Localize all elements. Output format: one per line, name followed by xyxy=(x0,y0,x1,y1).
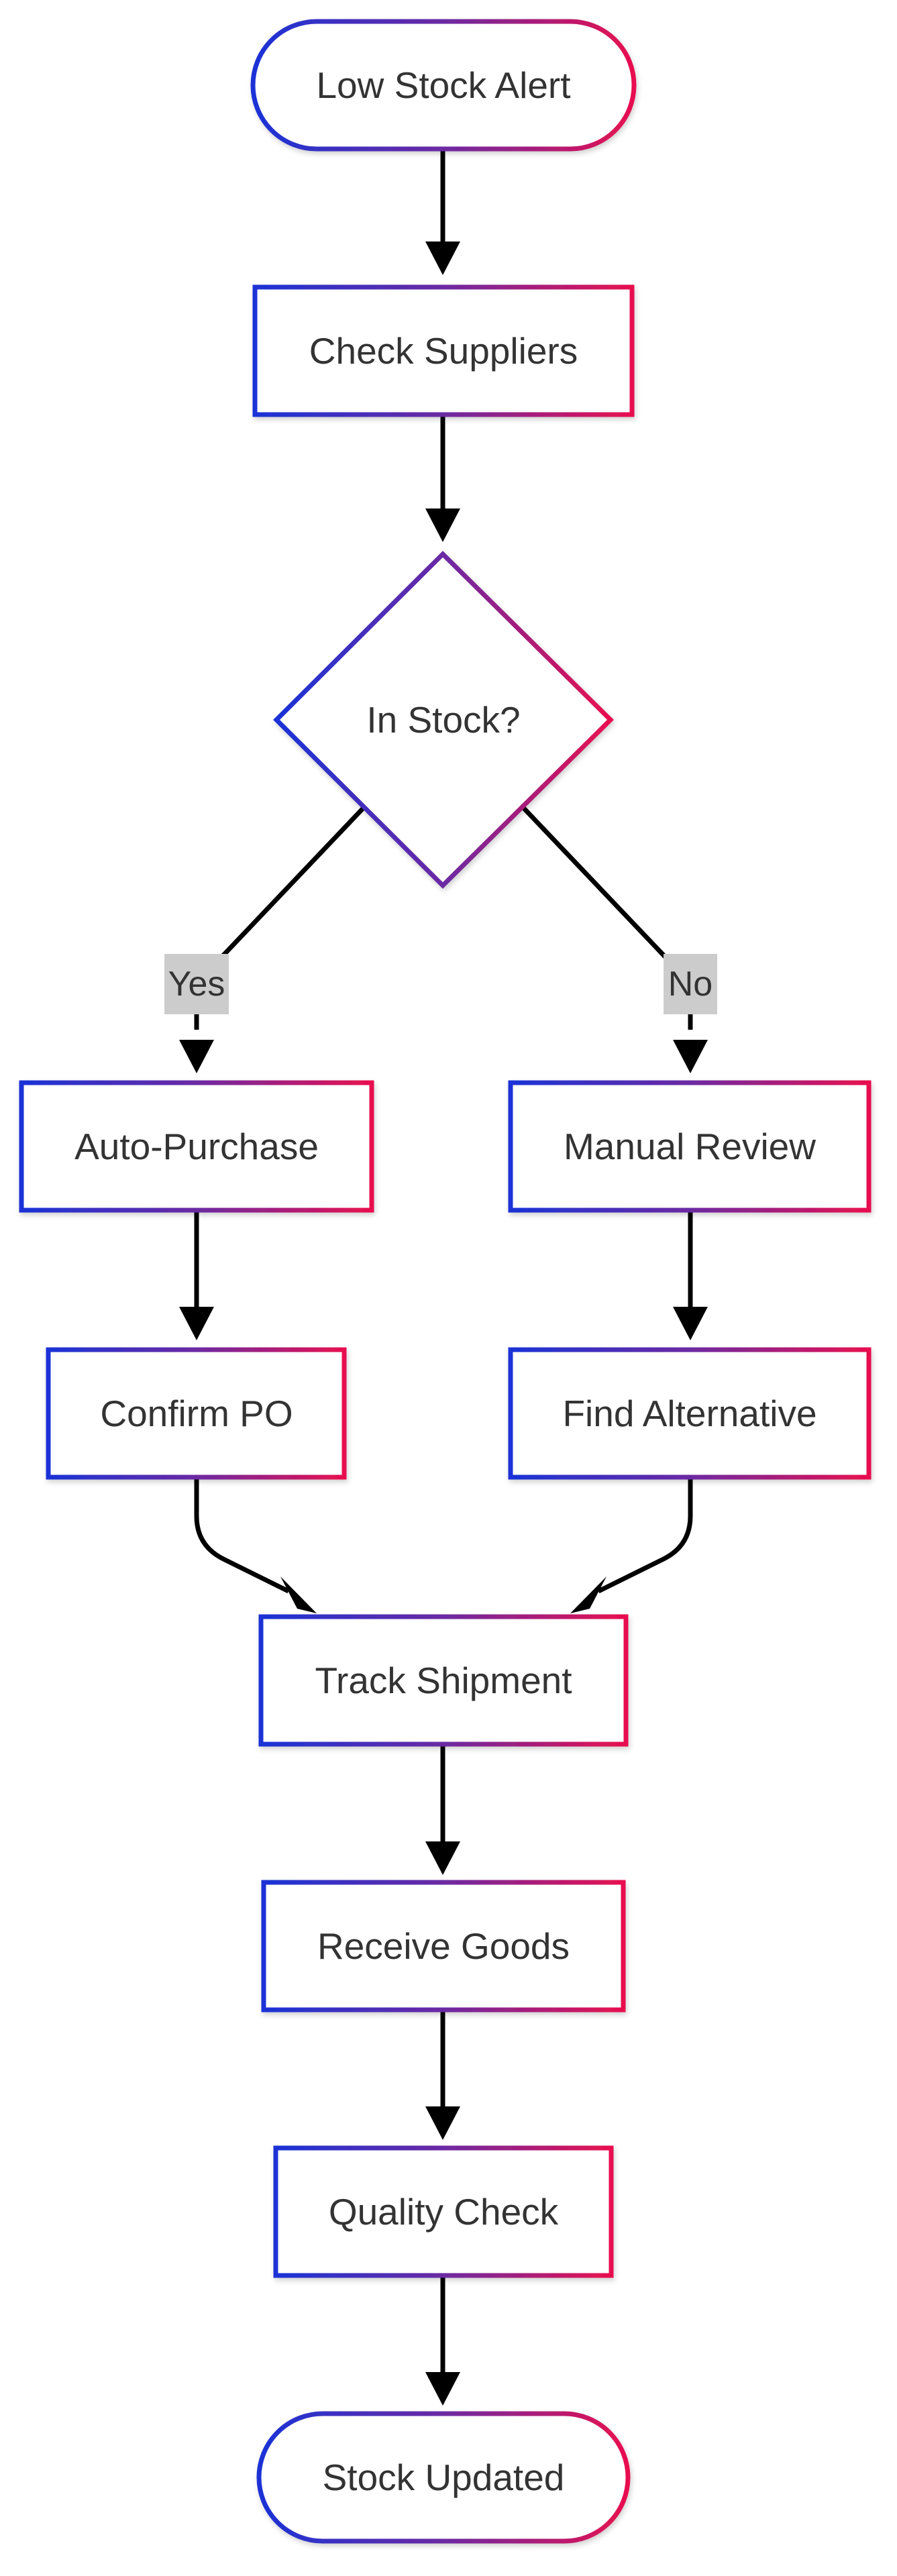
node-low-stock-alert[interactable]: Low Stock Alert xyxy=(250,19,637,152)
arrowhead xyxy=(280,1576,317,1613)
node-shape-stadium xyxy=(256,2411,631,2544)
arrowhead xyxy=(179,1307,214,1340)
arrowhead xyxy=(425,241,460,275)
edge-label-no-bg xyxy=(664,954,717,1014)
node-shape-rect xyxy=(508,1080,872,1213)
edge-label-yes: Yes xyxy=(168,965,225,1004)
arrowhead xyxy=(570,1576,606,1613)
node-label: Quality Check xyxy=(329,2191,559,2233)
edges xyxy=(179,149,708,2406)
node-label: Find Alternative xyxy=(562,1393,816,1434)
edge-confirmpo-to-trackshipment xyxy=(194,1477,290,1594)
node-quality-check[interactable]: Quality Check xyxy=(273,2145,614,2278)
nodes: Low Stock Alert Check Suppliers In Stock… xyxy=(19,19,872,2544)
arrowhead xyxy=(425,2106,460,2140)
node-receive-goods[interactable]: Receive Goods xyxy=(261,1880,626,2012)
arrowhead xyxy=(673,1040,708,1073)
arrowhead xyxy=(425,1841,460,1875)
node-shape-rect xyxy=(19,1080,374,1213)
node-track-shipment[interactable]: Track Shipment xyxy=(258,1614,629,1747)
node-auto-purchase[interactable]: Auto-Purchase xyxy=(19,1080,374,1213)
node-check-suppliers[interactable]: Check Suppliers xyxy=(252,284,635,417)
node-manual-review[interactable]: Manual Review xyxy=(508,1080,872,1213)
arrowhead xyxy=(673,1307,708,1340)
node-stock-updated[interactable]: Stock Updated xyxy=(256,2411,631,2544)
node-shape-rect xyxy=(258,1614,629,1747)
edge-label-no: No xyxy=(668,965,713,1004)
arrowhead xyxy=(179,1040,214,1073)
edge-labels: Yes No xyxy=(164,954,717,1014)
node-label: Confirm PO xyxy=(100,1393,293,1434)
edge-label-yes-bg xyxy=(164,954,229,1014)
node-find-alternative[interactable]: Find Alternative xyxy=(508,1347,872,1480)
node-label: Auto-Purchase xyxy=(74,1126,319,1167)
node-shape-rect xyxy=(273,2145,614,2278)
node-label: Track Shipment xyxy=(315,1660,572,1701)
node-label: Receive Goods xyxy=(317,1925,570,1967)
node-shape-diamond xyxy=(273,551,614,889)
arrowhead xyxy=(425,508,460,542)
node-shape-rect xyxy=(261,1880,626,2012)
node-label: Manual Review xyxy=(564,1126,816,1167)
node-label: Check Suppliers xyxy=(309,330,578,372)
node-shape-rect xyxy=(46,1347,347,1480)
node-label: Stock Updated xyxy=(323,2457,565,2498)
node-shape-rect xyxy=(508,1347,872,1480)
node-in-stock-decision[interactable]: In Stock? xyxy=(273,551,614,889)
arrowhead xyxy=(425,2372,460,2406)
node-shape-stadium xyxy=(250,19,637,152)
node-shape-rect xyxy=(252,284,635,417)
node-label: In Stock? xyxy=(366,699,520,741)
node-label: Low Stock Alert xyxy=(316,64,570,106)
edge-findalternative-to-trackshipment xyxy=(597,1477,693,1594)
node-confirm-po[interactable]: Confirm PO xyxy=(46,1347,347,1480)
